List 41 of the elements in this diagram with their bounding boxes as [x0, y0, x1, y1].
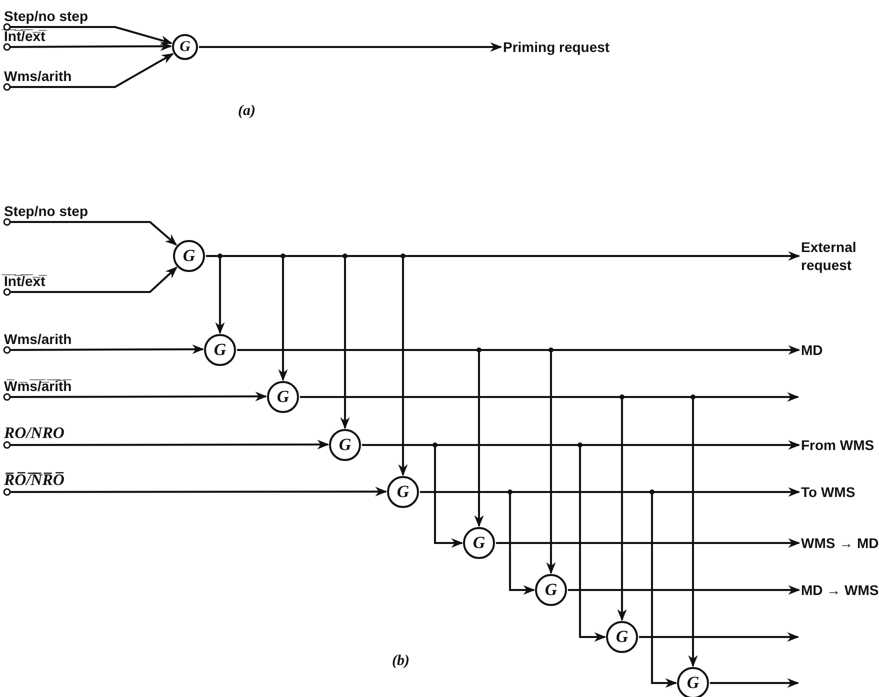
gate-circle: G [329, 429, 361, 461]
gate-circle: G [463, 527, 495, 559]
arrow [10, 486, 388, 496]
input-label: I̅n̅t̅/̅e̅x̅t̅ [4, 272, 46, 292]
gate-circle: G [606, 621, 638, 653]
input-label: W̅m̅s̅/̅a̅r̅i̅t̅h̅ [4, 377, 72, 397]
input-label: RO/NRO [4, 425, 64, 445]
input-label: R̅O̅/̅N̅R̅O̅ [4, 472, 64, 492]
output-label: WMS → MD [801, 534, 879, 552]
gate-circle: G [677, 667, 709, 697]
gate-circle: G [172, 34, 198, 60]
arrow [568, 585, 800, 595]
input-label: Wms/arith [4, 330, 72, 350]
output-label: From WMS [801, 436, 877, 454]
arrow [199, 42, 502, 52]
panel-label: (b) [392, 652, 410, 670]
panel-label: (a) [238, 102, 256, 120]
arrow [639, 632, 800, 642]
arrow [10, 41, 172, 52]
arrow [10, 53, 174, 88]
arrow [10, 344, 204, 354]
gate-circle: G [387, 476, 419, 508]
arrow [10, 266, 178, 293]
output-label: External request [801, 238, 877, 274]
input-label: Wms/arith [4, 67, 72, 87]
output-label: MD [801, 341, 871, 359]
arrow [10, 26, 173, 45]
output-label: MD → WMS [801, 581, 879, 599]
input-label: I̅n̅t̅/̅e̅x̅t̅ [4, 27, 46, 47]
input-label: Step/no step [4, 7, 88, 27]
gate-circle: G [204, 334, 236, 366]
arrow [10, 440, 330, 450]
input-label: Step/no step [4, 202, 88, 222]
gate-circle: G [267, 381, 299, 413]
output-label: To WMS [801, 483, 877, 501]
arrow [710, 678, 800, 688]
gate-circle: G [535, 574, 567, 606]
output-label: Priming request [503, 38, 643, 56]
arrow [496, 538, 800, 548]
arrow [10, 221, 178, 246]
gate-circle: G [173, 240, 205, 272]
